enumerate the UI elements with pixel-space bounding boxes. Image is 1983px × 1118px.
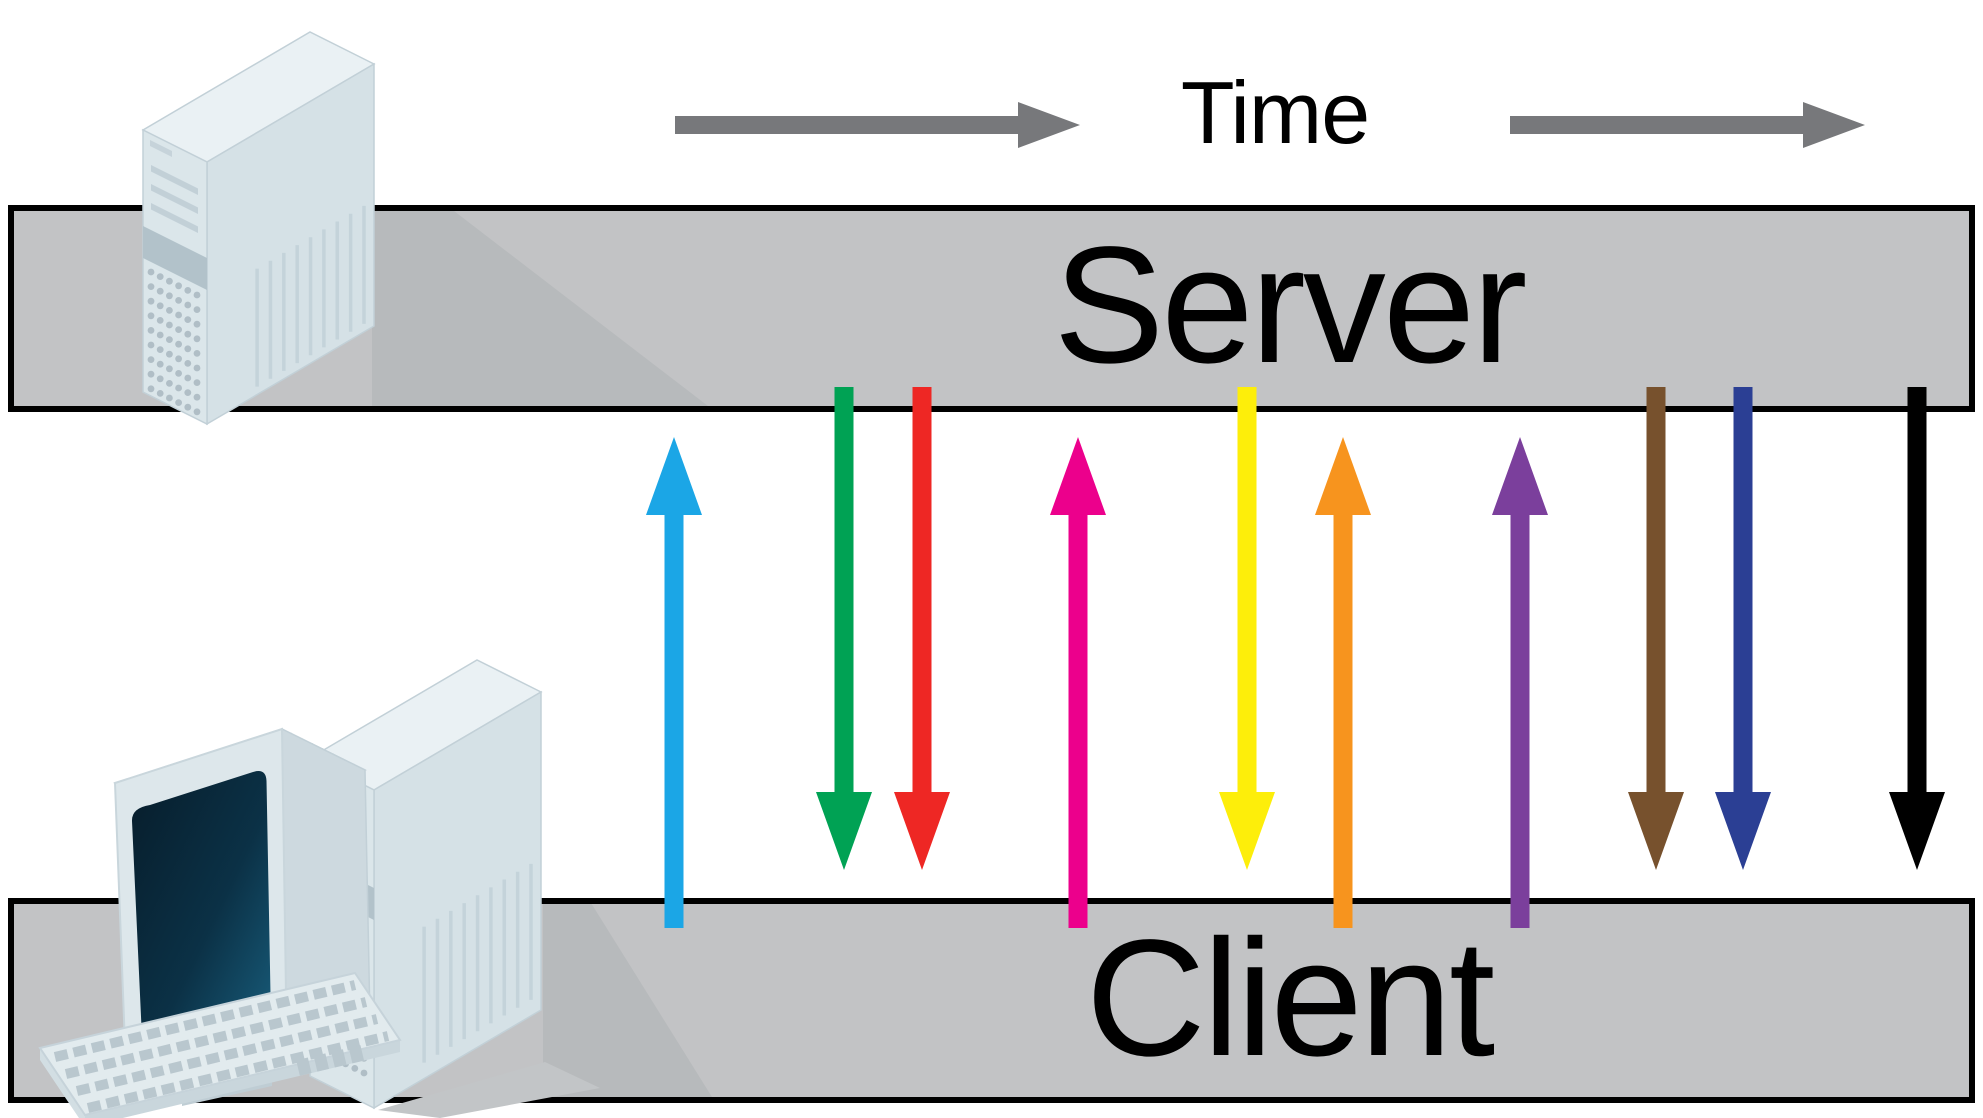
- message-arrow-green: [816, 387, 872, 870]
- client-lane: [8, 898, 1975, 1103]
- client-tower-top-face: [308, 659, 543, 791]
- server-tower-top-face: [141, 31, 376, 163]
- client-lane-label: Client: [1085, 906, 1495, 1091]
- decor-line: [166, 753, 335, 811]
- decor-line: [156, 748, 324, 805]
- message-arrow-cyan: [646, 437, 702, 928]
- message-arrow-blue: [1715, 387, 1771, 870]
- server-lane-label: Server: [1053, 213, 1528, 398]
- decor-line: [145, 742, 314, 800]
- message-arrows: [646, 387, 1945, 928]
- message-arrow-brown: [1628, 387, 1684, 870]
- time-arrow-left: [675, 102, 1080, 148]
- time-axis-label: Time: [1180, 63, 1370, 162]
- message-arrow-red: [894, 387, 950, 870]
- message-arrow-purple: [1492, 437, 1548, 928]
- drive-bay-slat: [318, 833, 365, 863]
- decor-line: [124, 732, 293, 790]
- monitor-top-face: [113, 728, 367, 825]
- monitor-vent-ridges: [124, 732, 356, 821]
- decor-line: [176, 758, 345, 816]
- message-arrow-yellow: [1219, 387, 1275, 870]
- message-arrow-magenta: [1050, 437, 1106, 928]
- decor-line: [187, 763, 356, 821]
- message-arrow-orange: [1315, 437, 1371, 928]
- drive-bay-slat: [151, 165, 198, 195]
- decor-line: [135, 737, 304, 795]
- message-arrow-black: [1889, 387, 1945, 870]
- client-tower-drive-bays: [318, 795, 365, 863]
- drive-bay-slat: [318, 814, 365, 844]
- server-tower-detail: [150, 140, 172, 157]
- client-tower-detail: [317, 770, 339, 787]
- drive-bay-slat: [318, 795, 365, 825]
- time-arrow-right: [1510, 102, 1865, 148]
- server-lane: [8, 205, 1975, 412]
